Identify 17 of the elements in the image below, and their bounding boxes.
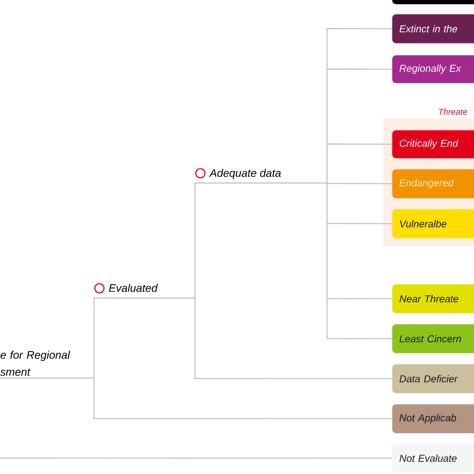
connector-line <box>0 378 392 420</box>
category-box: Critically End <box>392 130 474 158</box>
category-box: Endangered <box>392 169 474 198</box>
category-box: Data Deficier <box>392 364 474 394</box>
category-box: Regionally Ex <box>392 55 474 84</box>
branch-label: e for Regional sment <box>0 350 70 376</box>
category-box <box>392 0 474 4</box>
category-box: Not Evaluate <box>392 444 474 472</box>
node-label: Threate <box>438 108 468 115</box>
category-box: Near Threate <box>392 284 474 314</box>
branch-label: Adequate data <box>195 168 281 180</box>
connector-line <box>0 458 392 459</box>
branch-label: Evaluated <box>94 283 158 294</box>
category-box: Least Cincern <box>392 324 474 354</box>
category-box: Vulneralbe <box>392 209 474 238</box>
category-box: Extinct in the <box>392 14 474 44</box>
category-box: Not Applicab <box>392 404 474 434</box>
